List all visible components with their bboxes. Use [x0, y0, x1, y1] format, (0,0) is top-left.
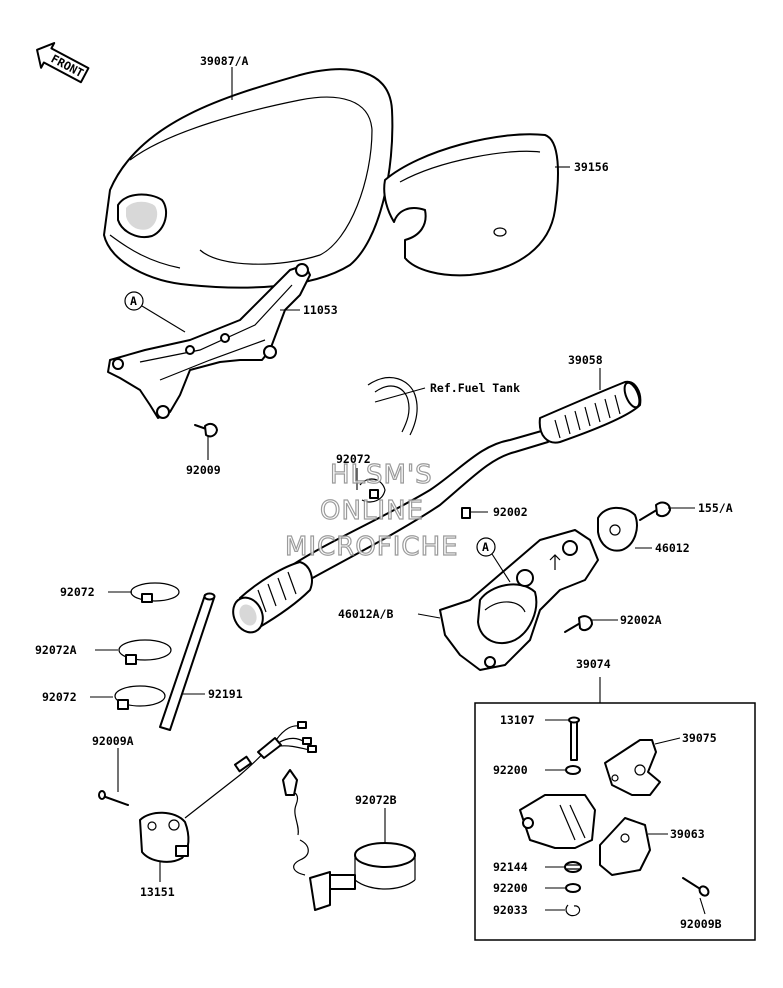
clamp-92072-top-part[interactable] — [359, 478, 386, 503]
spring-92144-part[interactable] — [564, 861, 582, 873]
label-92072-left2: 92072 — [42, 690, 77, 704]
washer-92200-upper-part[interactable] — [565, 765, 581, 775]
label-92002: 92002 — [493, 505, 528, 519]
bolt-155a-part[interactable] — [639, 501, 671, 521]
label-92200-upper: 92200 — [493, 763, 528, 777]
label-11053: 11053 — [303, 303, 338, 317]
throttle-housing-part[interactable] — [519, 794, 596, 849]
label-92200-lower: 92200 — [493, 881, 528, 895]
tube-92191-part[interactable] — [159, 592, 216, 731]
label-46012ab: 46012A/B — [338, 607, 393, 621]
screw-92009a-part[interactable] — [98, 790, 129, 806]
fuel-tank-hose-ref — [367, 376, 418, 436]
label-39058: 39058 — [568, 353, 603, 367]
label-13151: 13151 — [140, 885, 175, 899]
circlip-92033-part[interactable] — [565, 904, 581, 917]
handle-holder-part[interactable] — [439, 529, 599, 671]
front-arrow-icon: FRONT — [36, 42, 90, 84]
callout-a-handlebar-letter: A — [482, 540, 489, 554]
label-92009a: 92009A — [92, 734, 134, 748]
seat-cover-part[interactable] — [383, 133, 559, 277]
watermark: HLSM'S ONLINE MICROFICHE — [284, 459, 459, 562]
label-39075: 39075 — [682, 731, 717, 745]
watermark-line2: ONLINE — [320, 496, 424, 526]
label-155a: 155/A — [698, 501, 733, 515]
label-13107: 13107 — [500, 713, 535, 727]
label-92072b: 92072B — [355, 793, 397, 807]
label-92072-top: 92072 — [336, 452, 371, 466]
label-92072-left1: 92072 — [60, 585, 95, 599]
screw-92009b-part[interactable] — [682, 877, 710, 897]
label-ref-fuel-tank: Ref.Fuel Tank — [430, 381, 520, 395]
watermark-line1: HLSM'S — [330, 460, 433, 490]
label-39087a: 39087/A — [200, 54, 249, 68]
band-92072a-part[interactable] — [118, 639, 172, 665]
handlebar-part[interactable] — [284, 380, 642, 586]
label-92009b: 92009B — [680, 917, 722, 931]
washer-92200-lower-part[interactable] — [565, 883, 581, 893]
label-39156: 39156 — [574, 160, 609, 174]
seat-part[interactable] — [103, 68, 394, 289]
callout-a-bracket-letter: A — [130, 294, 137, 308]
bolt-92009-part[interactable] — [194, 422, 218, 438]
label-92009: 92009 — [186, 463, 221, 477]
bolt-92002a-part[interactable] — [564, 615, 593, 633]
label-92033: 92033 — [493, 903, 528, 917]
watermark-line3: MICROFICHE — [285, 532, 459, 562]
pin-13107-part[interactable] — [568, 716, 580, 761]
label-46012: 46012 — [655, 541, 690, 555]
label-39063: 39063 — [670, 827, 705, 841]
band-92072-lower-part[interactable] — [114, 685, 166, 710]
leader-lines — [90, 67, 706, 915]
callout-a-bracket: A — [124, 291, 186, 333]
holder-cap-part[interactable] — [597, 506, 638, 552]
bolt-92002-part[interactable] — [461, 507, 471, 519]
lever-39075-part[interactable] — [604, 739, 661, 796]
label-92191: 92191 — [208, 687, 243, 701]
cover-39063-part[interactable] — [599, 817, 651, 876]
stop-switch-part[interactable] — [139, 721, 317, 863]
label-92144: 92144 — [493, 860, 528, 874]
label-92002a: 92002A — [620, 613, 662, 627]
label-39074: 39074 — [576, 657, 611, 671]
seat-bracket-part[interactable] — [107, 263, 311, 419]
label-92072a: 92072A — [35, 643, 77, 657]
callout-a-handlebar: A — [476, 537, 511, 583]
band-92072-upper-part[interactable] — [130, 582, 180, 603]
kit-39074-box — [474, 677, 756, 941]
left-grip-part[interactable] — [228, 561, 313, 637]
lanyard-clamp-part[interactable] — [282, 769, 416, 911]
